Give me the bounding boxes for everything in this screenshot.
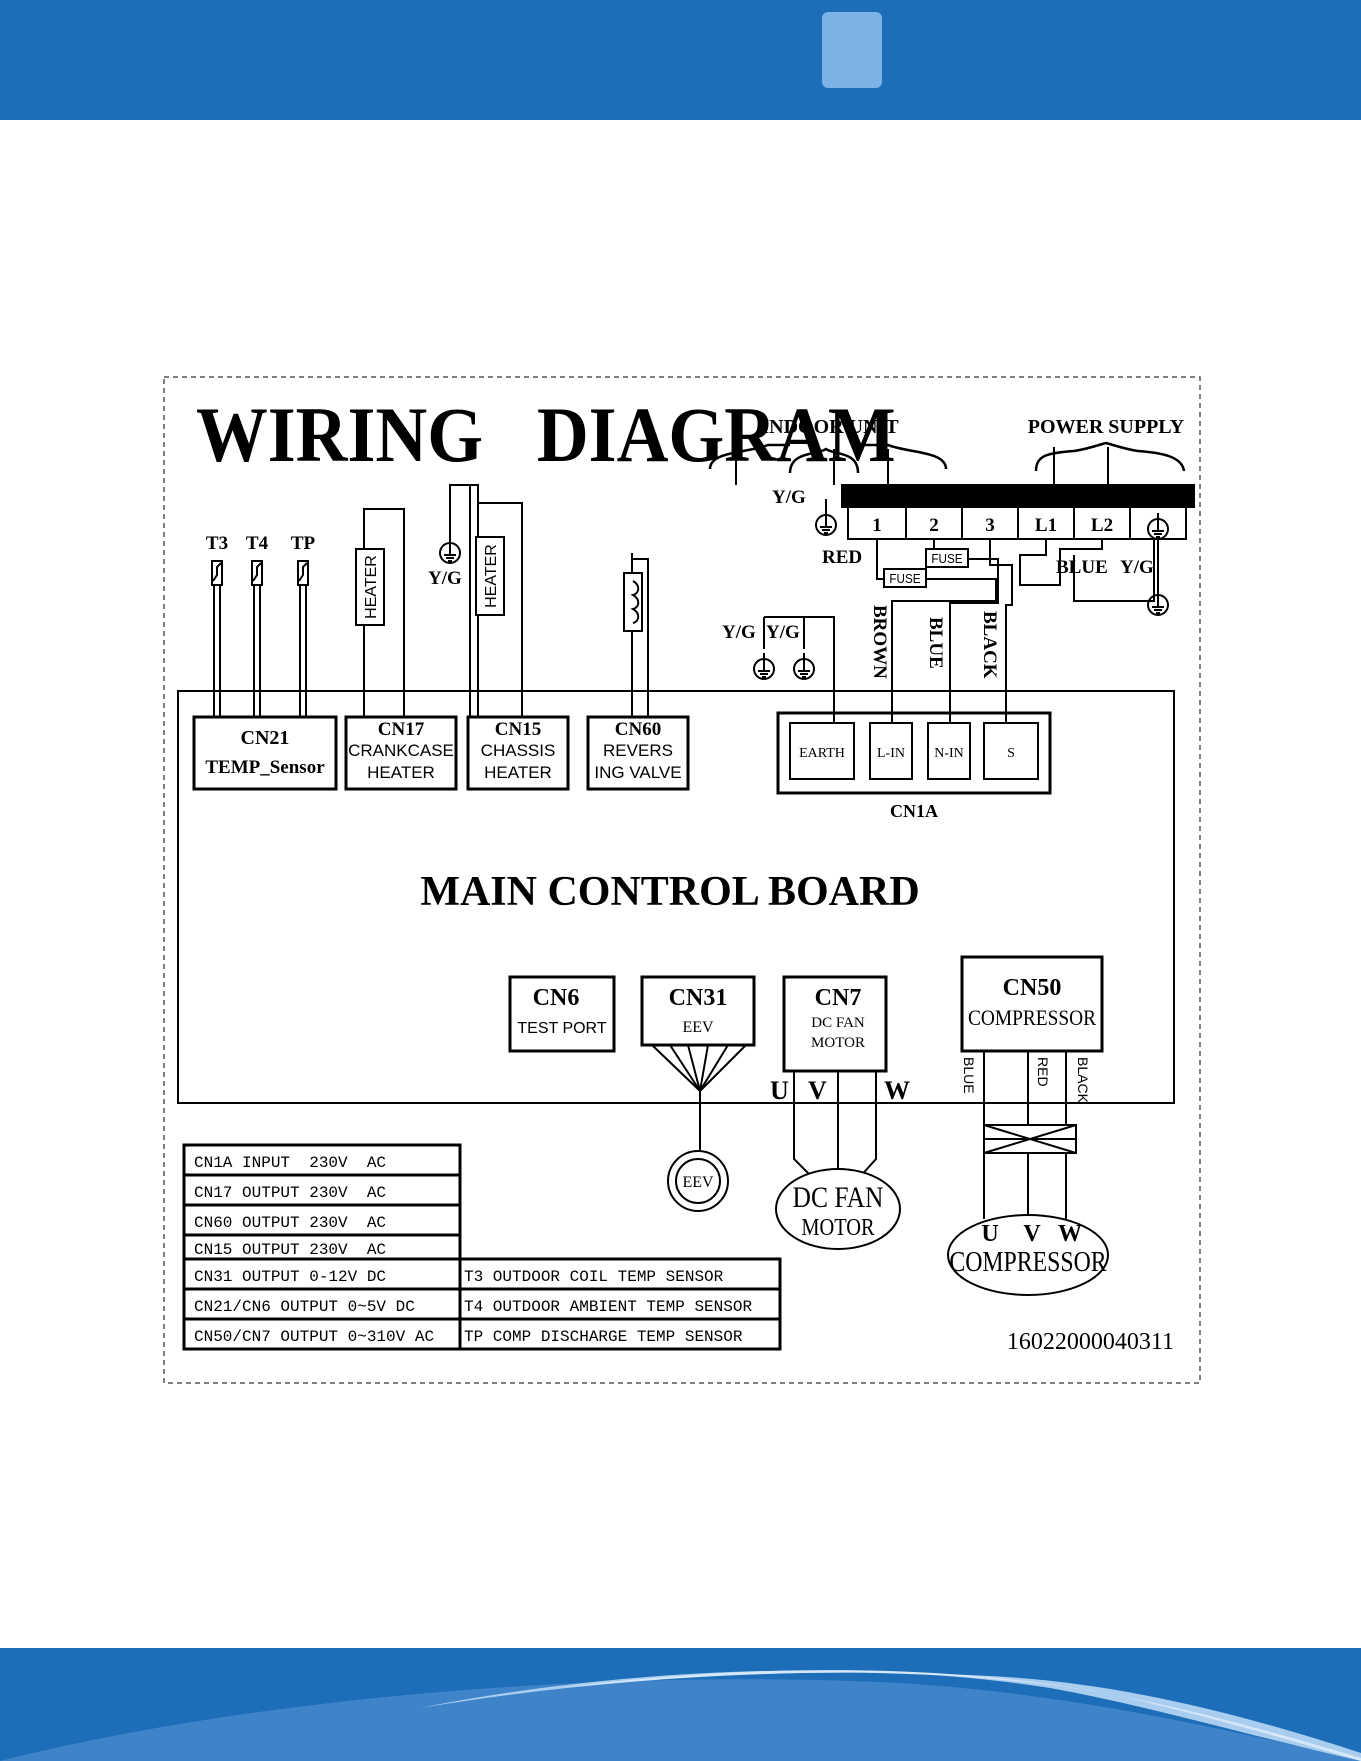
terminal-l2: L2 xyxy=(1091,515,1113,536)
yg-label-indoor: Y/G xyxy=(772,487,806,508)
cn6-sub: TEST PORT xyxy=(517,1020,606,1037)
cn15-sub1: CHASSIS xyxy=(481,741,556,760)
sensor-row-t3: T3 OUTDOOR COIL TEMP SENSOR xyxy=(464,1268,724,1286)
spec-row-7: CN50/CN7 OUTPUT 0~310V AC xyxy=(194,1328,434,1346)
yg-label-board-2: Y/G xyxy=(766,622,800,643)
compressor-label: COMPRESSOR xyxy=(949,1246,1107,1277)
cn17-label: CN17 xyxy=(378,719,425,740)
terminal-1: 1 xyxy=(872,515,882,536)
terminal-ground-icon xyxy=(1147,512,1169,540)
spec-row-1: CN1A INPUT 230V AC xyxy=(194,1154,386,1172)
terminal-l1: L1 xyxy=(1035,515,1057,536)
red-wire-label: RED xyxy=(822,547,862,568)
spec-row-5: CN31 OUTPUT 0-12V DC xyxy=(194,1268,386,1286)
terminal-2: 2 xyxy=(929,515,939,536)
cn21-label: CN21 xyxy=(241,727,290,749)
dc-fan-motor-line2: MOTOR xyxy=(801,1213,874,1240)
main-control-board-label: MAIN CONTROL BOARD xyxy=(420,869,919,915)
wiring-diagram: WIRING DIAGRAM INDOOR UNIT POWER SUPPLY … xyxy=(163,376,1201,1384)
black-wire-label: BLACK xyxy=(979,611,1000,679)
fan-wire-v: V xyxy=(808,1076,827,1105)
ground-icon-board-2 xyxy=(793,652,815,680)
serial-number: 16022000040311 xyxy=(1007,1329,1174,1355)
sensor-label-t3: T3 xyxy=(206,533,228,554)
cn1a-pin-l-in: L-IN xyxy=(877,746,905,761)
dc-fan-motor-line1: DC FAN xyxy=(793,1181,884,1214)
spec-row-6: CN21/CN6 OUTPUT 0~5V DC xyxy=(194,1298,415,1316)
compressor-wire-blue: BLUE xyxy=(961,1057,977,1094)
cn1a-label: CN1A xyxy=(890,801,938,821)
cn60-sub1: REVERS xyxy=(603,741,673,760)
sensor-label-tp: TP xyxy=(291,533,316,554)
cn1a-pin-n-in: N-IN xyxy=(934,746,964,761)
ground-icon-chassis xyxy=(439,536,461,564)
compressor-wire-red: RED xyxy=(1035,1057,1051,1087)
terminal-3: 3 xyxy=(985,515,995,536)
cn50-sub: COMPRESSOR xyxy=(968,1007,1096,1030)
cn50-label: CN50 xyxy=(1003,975,1062,1001)
spec-row-3: CN60 OUTPUT 230V AC xyxy=(194,1214,386,1232)
cn31-label: CN31 xyxy=(669,985,728,1011)
fan-wire-w: W xyxy=(884,1076,910,1105)
fan-wire-u: U xyxy=(770,1076,789,1105)
fuse-label-2: FUSE xyxy=(931,551,962,566)
crankcase-heater-element: HEATER xyxy=(363,555,380,619)
cn7-sub2: MOTOR xyxy=(811,1035,865,1051)
blue-wire-label: BLUE xyxy=(1056,557,1108,578)
header-tab xyxy=(822,12,882,88)
cn60-sub2: ING VALVE xyxy=(594,763,681,782)
compressor-wire-w: W xyxy=(1058,1221,1082,1247)
eev-motor-label: EEV xyxy=(682,1174,714,1191)
spec-row-4: CN15 OUTPUT 230V AC xyxy=(194,1241,386,1259)
cn1a-pin-earth: EARTH xyxy=(799,746,845,761)
cn60-label: CN60 xyxy=(615,719,661,740)
cn15-label: CN15 xyxy=(495,719,541,740)
compressor-wire-black: BLACK xyxy=(1075,1057,1091,1104)
footer-band xyxy=(0,1648,1361,1761)
chassis-heater-element: HEATER xyxy=(483,544,500,608)
fuse-label-1: FUSE xyxy=(889,571,920,586)
blue-wire-vertical-label: BLUE xyxy=(925,617,946,669)
cn17-sub2: HEATER xyxy=(367,763,435,782)
cn7-sub1: DC FAN xyxy=(811,1015,865,1031)
yg-label-board-1: Y/G xyxy=(722,622,756,643)
yg-label-chassis: Y/G xyxy=(428,568,462,589)
header-band xyxy=(0,0,1361,120)
sensor-row-t4: T4 OUTDOOR AMBIENT TEMP SENSOR xyxy=(464,1298,752,1316)
diagram-title: WIRING DIAGRAM xyxy=(196,392,896,478)
compressor-wire-u: U xyxy=(981,1221,998,1247)
spec-row-2: CN17 OUTPUT 230V AC xyxy=(194,1184,386,1202)
brown-wire-label: BROWN xyxy=(869,605,890,679)
cn17-sub1: CRANKCASE xyxy=(348,741,454,760)
cn31-sub: EEV xyxy=(682,1019,714,1036)
sensor-label-t4: T4 xyxy=(246,533,269,554)
cn15-sub2: HEATER xyxy=(484,763,552,782)
sensor-row-tp: TP COMP DISCHARGE TEMP SENSOR xyxy=(464,1328,743,1346)
cn6-label: CN6 xyxy=(533,985,580,1011)
power-supply-label: POWER SUPPLY xyxy=(1028,416,1185,438)
ground-icon-indoor xyxy=(815,508,837,536)
ground-icon-board-1 xyxy=(753,652,775,680)
cn21-sub: TEMP_Sensor xyxy=(205,757,325,778)
cn1a-pin-s: S xyxy=(1007,746,1015,761)
indoor-unit-label: INDOOR UNIT xyxy=(761,416,899,438)
compressor-wire-v: V xyxy=(1023,1221,1041,1247)
yg-label-supply: Y/G xyxy=(1120,557,1154,578)
cn7-label: CN7 xyxy=(815,985,862,1011)
